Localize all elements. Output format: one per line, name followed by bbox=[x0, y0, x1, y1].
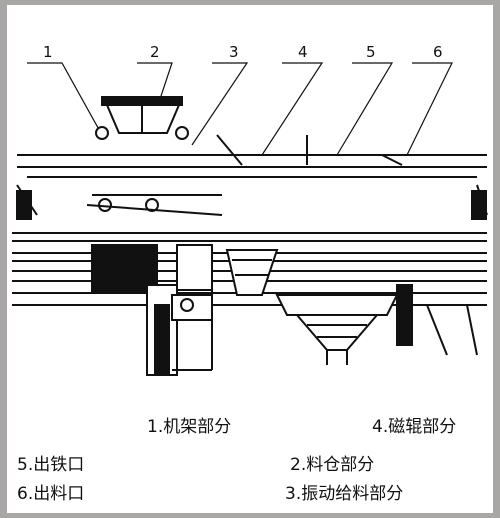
callout-6: 6 bbox=[433, 43, 443, 61]
diagram-canvas: 1 2 3 4 5 6 bbox=[7, 5, 493, 513]
callout-2: 2 bbox=[150, 43, 160, 61]
callout-5: 5 bbox=[366, 43, 376, 61]
feed-hopper bbox=[95, 96, 189, 140]
discharge-chutes bbox=[225, 249, 478, 365]
legend-item-1: 1.机架部分 bbox=[147, 417, 232, 437]
legend-item-2: 2.料仓部分 bbox=[290, 455, 375, 475]
machine-drawing: 1 2 3 4 5 6 bbox=[12, 43, 488, 376]
legend-item-5: 5.出铁口 bbox=[17, 455, 85, 475]
callout-3: 3 bbox=[229, 43, 239, 61]
upper-frame bbox=[16, 134, 488, 220]
drive-cabinet bbox=[91, 244, 213, 376]
callout-1: 1 bbox=[43, 43, 53, 61]
legend-item-6: 6.出料口 bbox=[17, 484, 85, 504]
callout-4: 4 bbox=[298, 43, 308, 61]
legend-item-4: 4.磁辊部分 bbox=[372, 417, 457, 437]
legend-item-3: 3.振动给料部分 bbox=[285, 484, 404, 504]
leader-lines bbox=[27, 62, 453, 156]
